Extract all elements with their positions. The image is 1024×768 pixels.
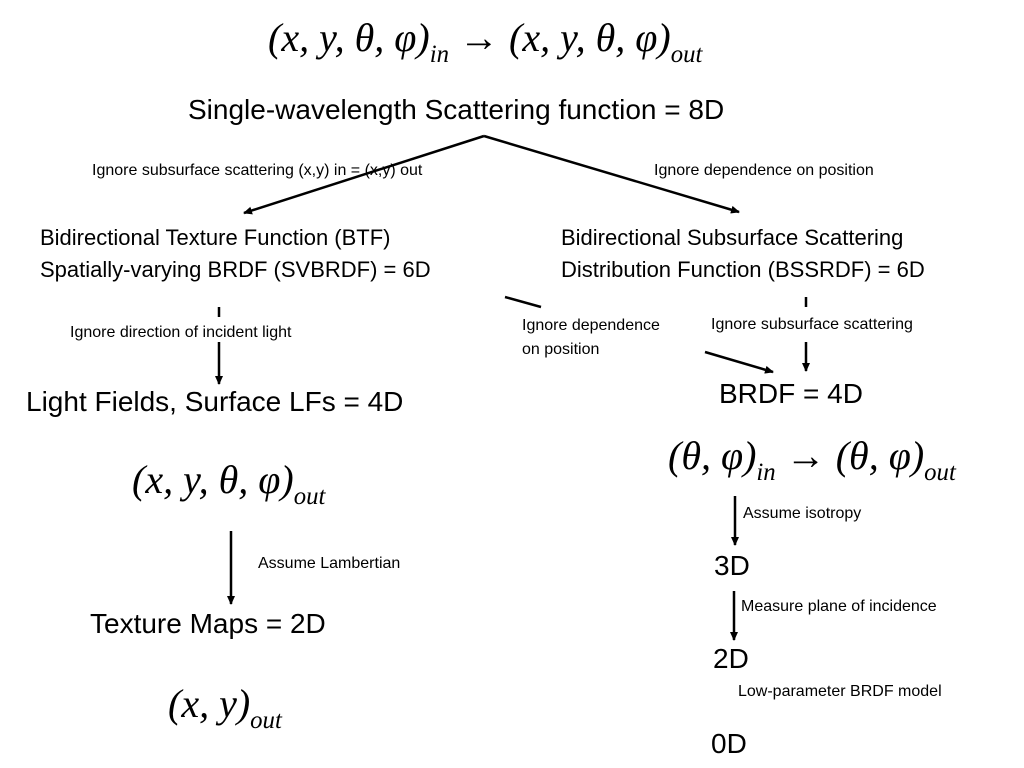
edge-label-ignore-position: Ignore dependence on position [522, 314, 660, 362]
node-brdf: BRDF = 4D [719, 378, 863, 409]
brdf-equation-rhs: (θ, φ) [835, 433, 925, 478]
node-light-fields: Light Fields, Surface LFs = 4D [26, 386, 404, 417]
top-equation-rhs-sub: out [670, 41, 703, 69]
arrow-scattering-to-btf [243, 134, 485, 215]
top-equation-arrow: → [459, 15, 500, 60]
light-fields-equation: (x, y, θ, φ)out [132, 456, 325, 509]
node-btf: Bidirectional Texture Function (BTF) Spa… [40, 222, 431, 286]
top-equation-lhs-sub: in [429, 41, 450, 69]
edge-label-ignore-subsurface: Ignore subsurface scattering [711, 316, 913, 333]
arrow-btf-to-brdf-lower [704, 350, 774, 374]
top-equation: (x, y, θ, φ)in → (x, y, θ, φ)out [268, 14, 702, 67]
node-bssrdf: Bidirectional Subsurface Scattering Dist… [561, 222, 925, 286]
brdf-equation-lhs-sub: in [756, 459, 776, 487]
node-scattering-function: Single-wavelength Scattering function = … [188, 94, 725, 125]
top-equation-lhs: (x, y, θ, φ) [268, 15, 430, 60]
arrow-scattering-to-bssrdf [483, 134, 740, 214]
node-btf-line2: Spatially-varying BRDF (SVBRDF) = 6D [40, 257, 431, 282]
edge-label-ignore-position-top: Ignore dependence on position [654, 162, 874, 179]
edge-label-ignore-position-line2: on position [522, 341, 600, 358]
node-0d: 0D [711, 728, 747, 759]
edge-label-ignore-direction: Ignore direction of incident light [70, 324, 292, 341]
texture-equation-expr: (x, y) [168, 681, 251, 726]
brdf-equation-lhs: (θ, φ) [668, 433, 757, 478]
light-fields-equation-expr: (x, y, θ, φ) [132, 457, 294, 502]
brdf-equation: (θ, φ)in → (θ, φ)out [668, 432, 956, 485]
brdf-equation-rhs-sub: out [924, 459, 956, 487]
arrow-btf-to-brdf-upper [504, 295, 542, 309]
edge-label-measure-plane: Measure plane of incidence [741, 598, 937, 615]
edge-label-ignore-subsurface-xy: Ignore subsurface scattering (x,y) in = … [92, 162, 423, 179]
node-texture-maps: Texture Maps = 2D [90, 608, 326, 639]
node-2d: 2D [713, 643, 749, 674]
node-bssrdf-line1: Bidirectional Subsurface Scattering [561, 225, 904, 250]
texture-equation: (x, y)out [168, 680, 282, 733]
texture-equation-sub: out [250, 707, 282, 735]
edge-label-ignore-position-line1: Ignore dependence [522, 317, 660, 334]
edge-label-low-param: Low-parameter BRDF model [738, 683, 942, 700]
node-3d: 3D [714, 550, 750, 581]
node-bssrdf-line2: Distribution Function (BSSRDF) = 6D [561, 257, 925, 282]
edge-label-assume-lambertian: Assume Lambertian [258, 555, 401, 572]
light-fields-equation-sub: out [293, 483, 326, 511]
brdf-equation-arrow: → [785, 433, 826, 478]
node-btf-line1: Bidirectional Texture Function (BTF) [40, 225, 391, 250]
edge-label-assume-isotropy: Assume isotropy [743, 505, 862, 522]
top-equation-rhs: (x, y, θ, φ) [509, 15, 671, 60]
